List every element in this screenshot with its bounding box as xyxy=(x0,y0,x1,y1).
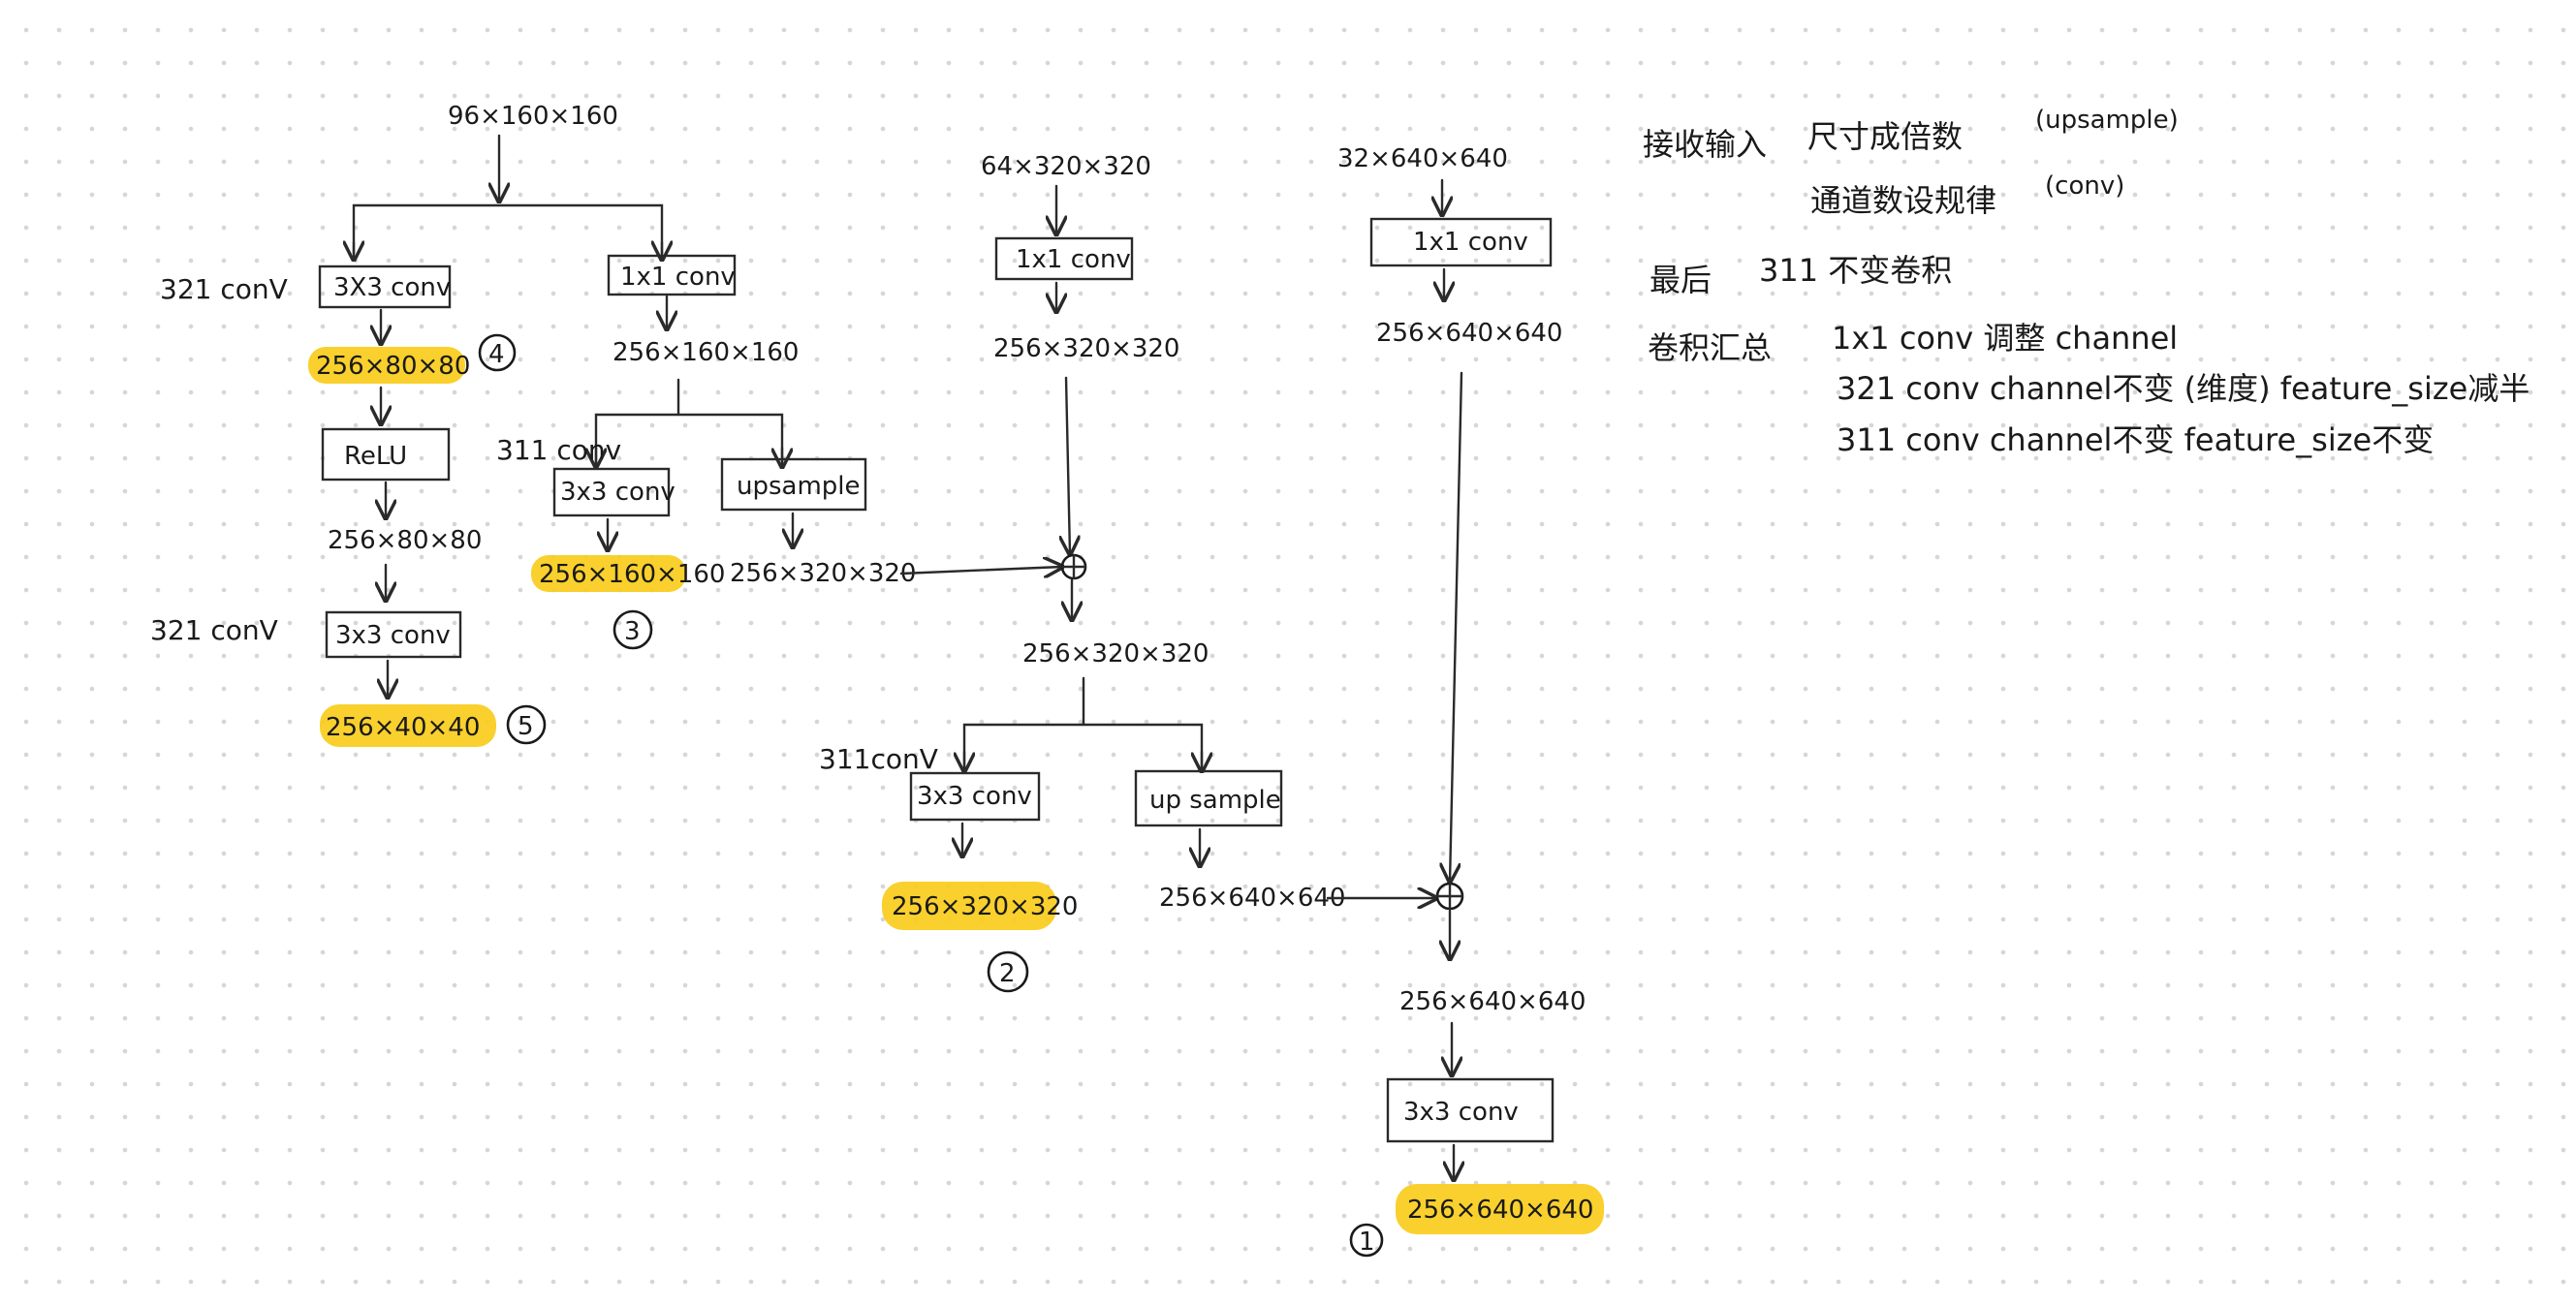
connector xyxy=(1450,371,1463,882)
conv-label-c: 3x3 conv xyxy=(1403,1098,1519,1127)
conv1x1-out-a: 256×160×160 xyxy=(613,338,799,367)
sum-out-c: 256×640×640 xyxy=(1399,987,1586,1016)
conv2-box xyxy=(325,610,462,659)
conv1x1-box-c xyxy=(1369,217,1553,267)
note-line1-b: 尺寸成倍数 xyxy=(1807,118,1963,155)
out2-label: 256×320×320 xyxy=(892,892,1078,921)
upsample-label-b: up sample xyxy=(1149,786,1281,815)
out5-mark: 5 xyxy=(518,712,534,741)
conv-label-b: 3x3 conv xyxy=(917,782,1032,811)
conv1-label: 3X3 conv xyxy=(333,273,451,302)
out5-circle xyxy=(506,704,547,745)
note-line1-c: (upsample) xyxy=(2035,106,2179,135)
upsample-out-a: 256×320×320 xyxy=(730,559,916,588)
conv-side-label-b: 311conV xyxy=(819,743,938,775)
split-bracket xyxy=(594,413,784,465)
upsample-box-b xyxy=(1134,769,1283,827)
note-line5: 321 conv channel不变 (维度) feature_size减半 xyxy=(1837,370,2529,407)
out3-label: 256×160×160 xyxy=(539,560,725,589)
out2-circle xyxy=(987,950,1029,993)
out4-circle xyxy=(478,333,517,372)
conv1x1-out-b: 256×320×320 xyxy=(993,334,1179,363)
conv1x1-box-a xyxy=(607,254,737,296)
out1-highlight xyxy=(1396,1184,1604,1234)
branch-a-input: 96×160×160 xyxy=(448,102,618,131)
out4-highlight xyxy=(308,347,465,384)
split-bracket xyxy=(352,203,664,256)
note-line4-a: 卷积汇总 xyxy=(1648,329,1772,366)
out3-circle xyxy=(613,609,653,650)
conv3-label: 3x3 conv xyxy=(560,478,675,507)
conv3-side-label: 311 conv xyxy=(496,434,621,466)
connector xyxy=(899,567,1062,574)
out1-mark: 1 xyxy=(1359,1228,1375,1257)
out2-highlight xyxy=(882,882,1056,930)
split-bracket xyxy=(962,723,1204,769)
conv2-label: 3x3 conv xyxy=(335,621,451,650)
conv1x1-label-c: 1x1 conv xyxy=(1413,228,1528,257)
relu-out-label: 256×80×80 xyxy=(328,526,482,555)
note-line2-a: 通道数设规律 xyxy=(1810,182,1996,219)
conv1x1-out-c: 256×640×640 xyxy=(1376,319,1562,348)
out1-label: 256×640×640 xyxy=(1407,1196,1593,1225)
conv1x1-box-b xyxy=(994,236,1134,281)
upsample-out-b: 256×640×640 xyxy=(1159,884,1345,913)
note-line3-a: 最后 xyxy=(1649,262,1712,298)
upsample-box-a xyxy=(720,457,867,512)
connector xyxy=(1066,376,1070,554)
conv3-box xyxy=(552,467,671,517)
branch-c-input: 32×640×640 xyxy=(1337,144,1508,173)
conv2-side-label: 321 conV xyxy=(150,614,278,646)
out1-circle xyxy=(1349,1223,1384,1258)
note-line3-b: 311 不变卷积 xyxy=(1759,252,1952,289)
out4-label: 256×80×80 xyxy=(316,352,470,381)
note-line6: 311 conv channel不变 feature_size不变 xyxy=(1837,421,2434,458)
relu-label: ReLU xyxy=(344,442,407,471)
out5-label: 256×40×40 xyxy=(326,713,480,742)
out2-mark: 2 xyxy=(999,959,1016,988)
note-line4-b: 1x1 conv 调整 channel xyxy=(1832,320,2178,357)
conv-box-b xyxy=(909,771,1041,822)
conv1x1-label-b: 1x1 conv xyxy=(1016,245,1131,274)
out5-highlight xyxy=(320,704,496,747)
note-line2-b: (conv) xyxy=(2045,171,2124,201)
conv-box-c xyxy=(1386,1077,1555,1143)
conv1-side-label: 321 conV xyxy=(160,273,288,305)
out3-highlight xyxy=(531,555,686,592)
relu-box xyxy=(321,427,451,482)
conv1x1-label-a: 1x1 conv xyxy=(620,263,736,292)
conv1-box xyxy=(318,264,452,309)
out3-mark: 3 xyxy=(624,617,641,646)
upsample-label-a: upsample xyxy=(737,472,861,501)
branch-b-input: 64×320×320 xyxy=(981,152,1151,181)
note-line1-a: 接收输入 xyxy=(1643,126,1767,163)
sum-out-b: 256×320×320 xyxy=(1022,639,1209,669)
out4-mark: 4 xyxy=(488,340,505,369)
